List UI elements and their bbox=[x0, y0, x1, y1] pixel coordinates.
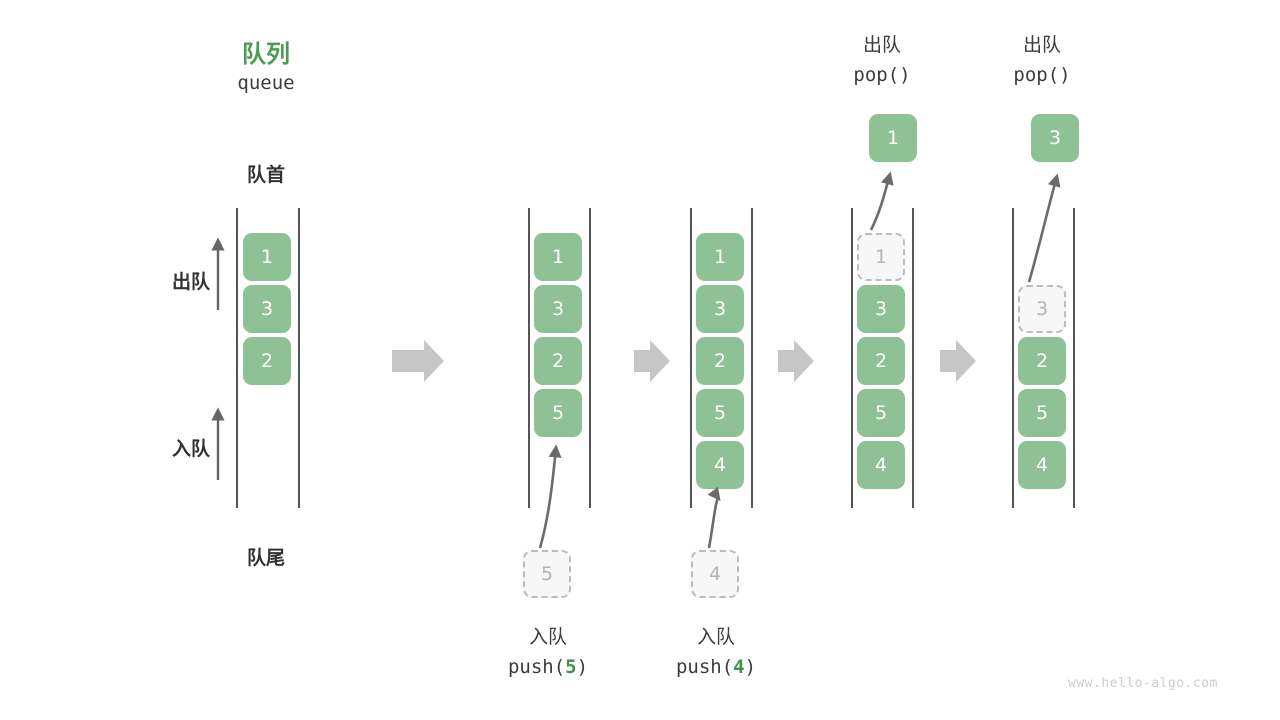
dequeue-direction-label: 出队 bbox=[171, 271, 210, 293]
queue-cell: 1 bbox=[696, 233, 744, 281]
queue-title-en: queue bbox=[237, 72, 295, 94]
rail-right-col2 bbox=[589, 208, 591, 508]
popped-element: 1 bbox=[869, 114, 917, 162]
queue-cell: 5 bbox=[1018, 389, 1066, 437]
queue-title-cn: 队列 bbox=[242, 40, 290, 68]
rail-right-col4 bbox=[912, 208, 914, 508]
pop-caption-code: pop() bbox=[1013, 64, 1071, 86]
pop-caption-code: pop() bbox=[853, 64, 911, 86]
pop-caption-cn: 出队 bbox=[1022, 34, 1061, 56]
rail-left-col2 bbox=[528, 208, 530, 508]
watermark: www.hello-algo.com bbox=[1068, 676, 1218, 691]
queue-cell: 3 bbox=[534, 285, 582, 333]
push-caption-code: push(5) bbox=[468, 656, 628, 678]
removed-element-ghost: 3 bbox=[1018, 285, 1066, 333]
queue-cell: 5 bbox=[696, 389, 744, 437]
pop-motion-arrow-3 bbox=[1027, 173, 1061, 283]
rail-left-col5 bbox=[1012, 208, 1014, 508]
step-arrow-2-3 bbox=[634, 340, 670, 382]
rail-left-col4 bbox=[851, 208, 853, 508]
push-code-prefix: push( bbox=[675, 656, 734, 678]
queue-cell: 3 bbox=[857, 285, 905, 333]
queue-cell-new: 5 bbox=[534, 389, 582, 437]
push-code-arg: 5 bbox=[565, 656, 577, 678]
step-arrow-4-5 bbox=[940, 340, 976, 382]
rail-right-col3 bbox=[751, 208, 753, 508]
push-code-prefix: push( bbox=[507, 656, 566, 678]
incoming-element-ghost: 5 bbox=[523, 550, 571, 598]
queue-cell: 4 bbox=[1018, 441, 1066, 489]
queue-cell: 1 bbox=[243, 233, 291, 281]
rail-left-col1 bbox=[236, 208, 238, 508]
push-code-suffix: ) bbox=[744, 656, 757, 678]
removed-element-ghost: 1 bbox=[857, 233, 905, 281]
queue-cell-new: 4 bbox=[696, 441, 744, 489]
popped-element: 3 bbox=[1031, 114, 1079, 162]
step-arrow-3-4 bbox=[778, 340, 814, 382]
step-arrow-1-2 bbox=[392, 340, 444, 382]
queue-cell: 4 bbox=[857, 441, 905, 489]
rail-left-col3 bbox=[690, 208, 692, 508]
rail-right-col5 bbox=[1073, 208, 1075, 508]
queue-cell: 5 bbox=[857, 389, 905, 437]
queue-cell: 3 bbox=[243, 285, 291, 333]
pop-motion-arrow-1 bbox=[869, 171, 894, 231]
rail-right-col1 bbox=[298, 208, 300, 508]
rear-label: 队尾 bbox=[246, 547, 285, 569]
queue-cell: 2 bbox=[1018, 337, 1066, 385]
push-caption-cn: 入队 bbox=[696, 626, 735, 648]
queue-cell: 3 bbox=[696, 285, 744, 333]
queue-cell: 2 bbox=[534, 337, 582, 385]
push-caption-cn: 入队 bbox=[528, 626, 567, 648]
queue-cell: 2 bbox=[243, 337, 291, 385]
push-motion-arrow-5 bbox=[538, 444, 562, 549]
push-motion-arrow-4 bbox=[707, 486, 721, 549]
incoming-element-ghost: 4 bbox=[691, 550, 739, 598]
front-label: 队首 bbox=[246, 164, 285, 186]
pop-caption-cn: 出队 bbox=[862, 34, 901, 56]
queue-cell: 2 bbox=[857, 337, 905, 385]
push-code-arg: 4 bbox=[733, 656, 745, 678]
push-code-suffix: ) bbox=[576, 656, 589, 678]
queue-cell: 2 bbox=[696, 337, 744, 385]
push-caption-code: push(4) bbox=[636, 656, 796, 678]
enqueue-direction-label: 入队 bbox=[171, 438, 210, 460]
queue-cell: 1 bbox=[534, 233, 582, 281]
